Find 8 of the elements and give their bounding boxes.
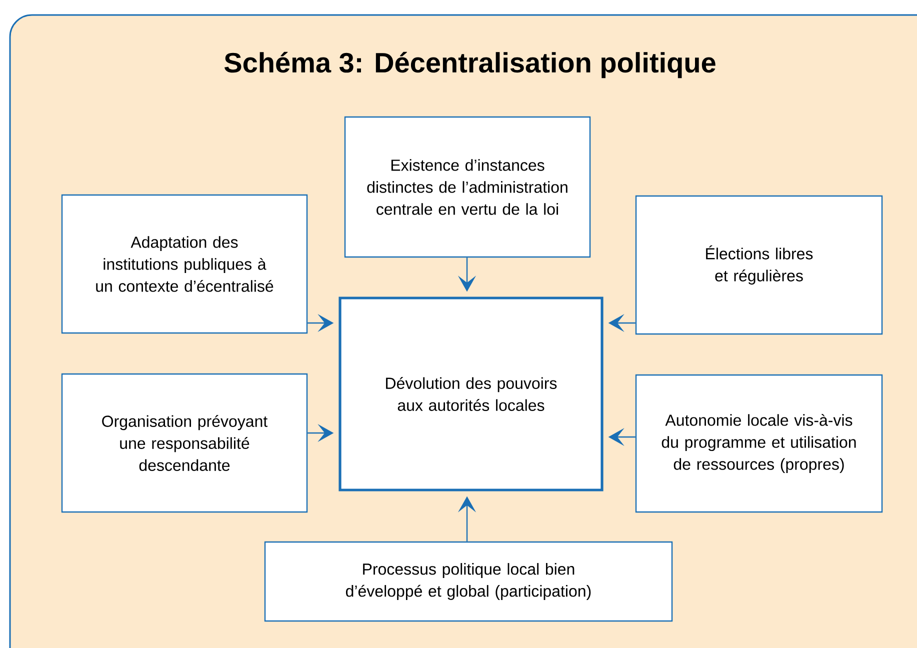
factor-box: Élections libres et régulières xyxy=(635,195,883,335)
factor-box: Processus politique local bien d’éveloppé et global (participation) xyxy=(264,541,673,622)
central-box: Dévolution des pouvoirs aux autorités locales xyxy=(338,296,604,492)
factor-box: Existence d’instances distinctes de l’administration centrale en vertu de la loi xyxy=(344,116,591,258)
factor-box: Adaptation des institutions publiques à un contexte d’écentralisé xyxy=(61,194,308,334)
factor-box: Organisation prévoyant une responsabilité descendante xyxy=(61,373,308,513)
title: Schéma 3: Décentralisation politique xyxy=(224,52,716,78)
factor-box: Autonomie locale vis-à-vis du programme et utilisation de ressources (propres) xyxy=(635,374,883,513)
